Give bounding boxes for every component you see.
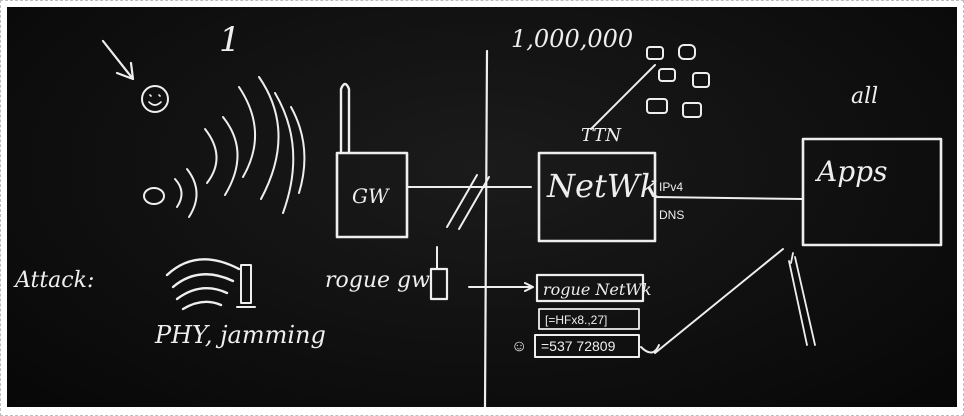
label-ttn: TTN: [581, 125, 622, 146]
label-smiley: ☺: [511, 338, 527, 355]
chalkboard: 1: [7, 7, 957, 407]
device-two: [143, 187, 165, 205]
label-attack: Attack:: [13, 268, 94, 293]
app-pillar-lines: [788, 252, 816, 346]
trust-boundary-mark: [446, 174, 490, 230]
gateway-box: [335, 151, 409, 239]
jammer-icon: [240, 264, 252, 304]
radio-waves: [174, 76, 306, 218]
label-phy-jamming: PHY, jamming: [154, 321, 326, 349]
label-dns: DNS: [659, 208, 684, 222]
chalk-drawing: 1: [13, 20, 943, 407]
label-million: 1,000,000: [511, 25, 633, 53]
label-rogue-netwk: rogue NetWk: [543, 280, 651, 299]
label-netwk: NetWk: [546, 167, 659, 205]
rogue-gw-box: [429, 267, 449, 301]
label-frame-2: =537 72809: [541, 338, 616, 354]
attack-to-apps-line: [654, 248, 784, 354]
gateway-antenna: [339, 82, 351, 155]
cloud-link: [590, 64, 656, 130]
label-all: all: [851, 84, 878, 109]
frame-loop: [640, 344, 660, 354]
label-frame-1: [=HFx8.,27]: [545, 313, 607, 327]
label-apps: Apps: [814, 155, 887, 188]
netwk-to-apps-line: [654, 196, 804, 200]
jamming-waves: [165, 258, 241, 311]
smiley-device: [141, 85, 169, 113]
frame-box-2: [534, 334, 640, 358]
label-rogue-gw: rogue gw: [325, 268, 430, 293]
divider-line: [483, 49, 489, 407]
label-ipv4: IPv4: [659, 180, 683, 194]
arrow-to-device: [101, 39, 135, 81]
label-one: 1: [219, 20, 241, 60]
apps-box: [801, 137, 943, 247]
rogue-netwk-box: [535, 273, 645, 303]
smiley-face: [148, 94, 162, 106]
frame-box-1: [538, 308, 640, 330]
rogue-arrow: [468, 282, 534, 292]
label-gw: GW: [352, 184, 390, 208]
device-cloud: [646, 44, 710, 118]
